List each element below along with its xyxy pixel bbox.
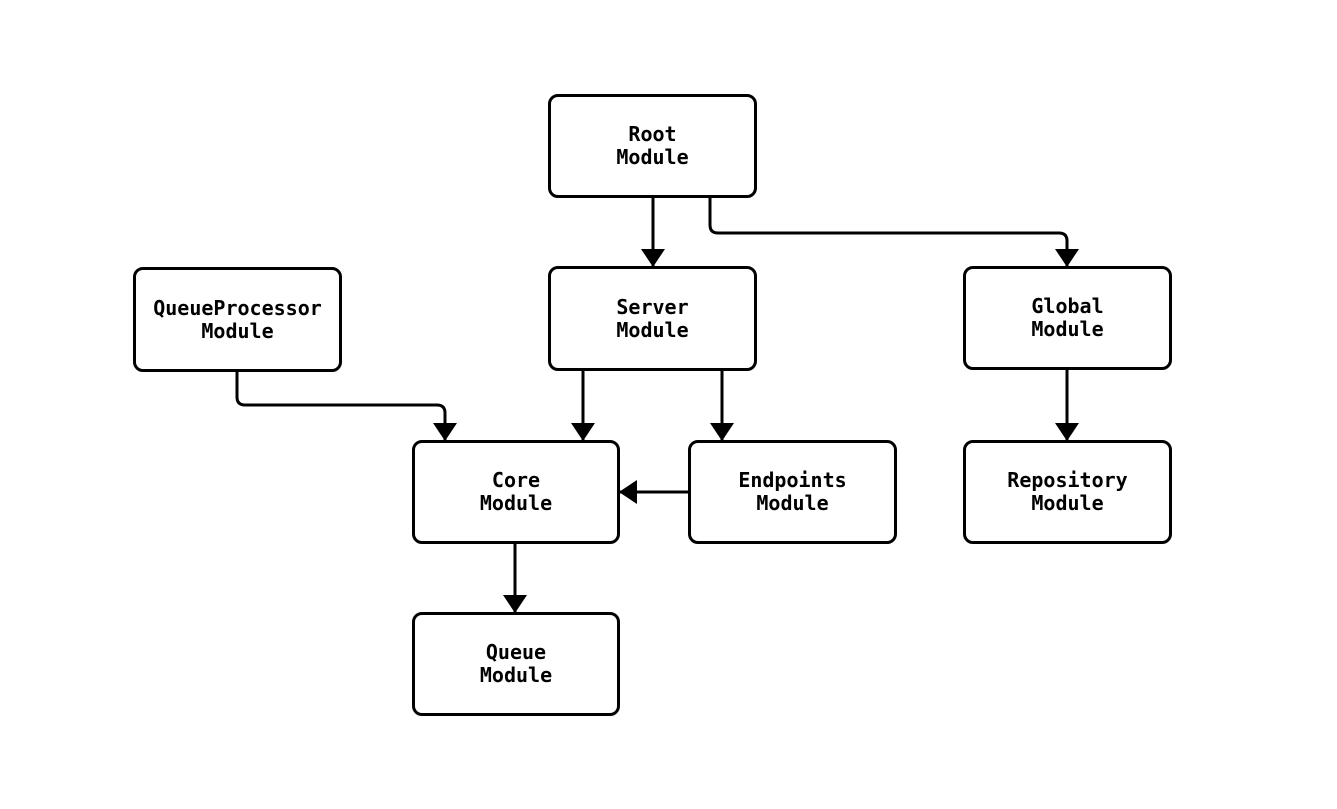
node-queueprocessor-module: QueueProcessor Module: [133, 267, 342, 372]
node-endpoints-module: Endpoints Module: [688, 440, 897, 544]
node-queue-module: Queue Module: [412, 612, 620, 716]
node-root-module-label: Root Module: [616, 122, 689, 169]
node-root-module: Root Module: [548, 94, 757, 198]
node-queue-module-label: Queue Module: [479, 640, 553, 687]
node-queueprocessor-module-label: QueueProcessor Module: [153, 295, 322, 343]
node-server-module-label: Server Module: [616, 294, 689, 342]
node-global-module: Global Module: [963, 266, 1172, 370]
edge-root-to-global: [708, 198, 1079, 267]
node-core-module: Core Module: [412, 440, 620, 544]
node-server-module: Server Module: [548, 266, 757, 371]
node-repository-module-label: Repository Module: [1007, 468, 1128, 515]
node-global-module-label: Global Module: [1031, 294, 1104, 341]
edge-queueprocessor-to-core: [235, 372, 457, 441]
node-repository-module: Repository Module: [963, 440, 1172, 544]
node-endpoints-module-label: Endpoints Module: [738, 468, 847, 515]
node-core-module-label: Core Module: [479, 468, 553, 515]
